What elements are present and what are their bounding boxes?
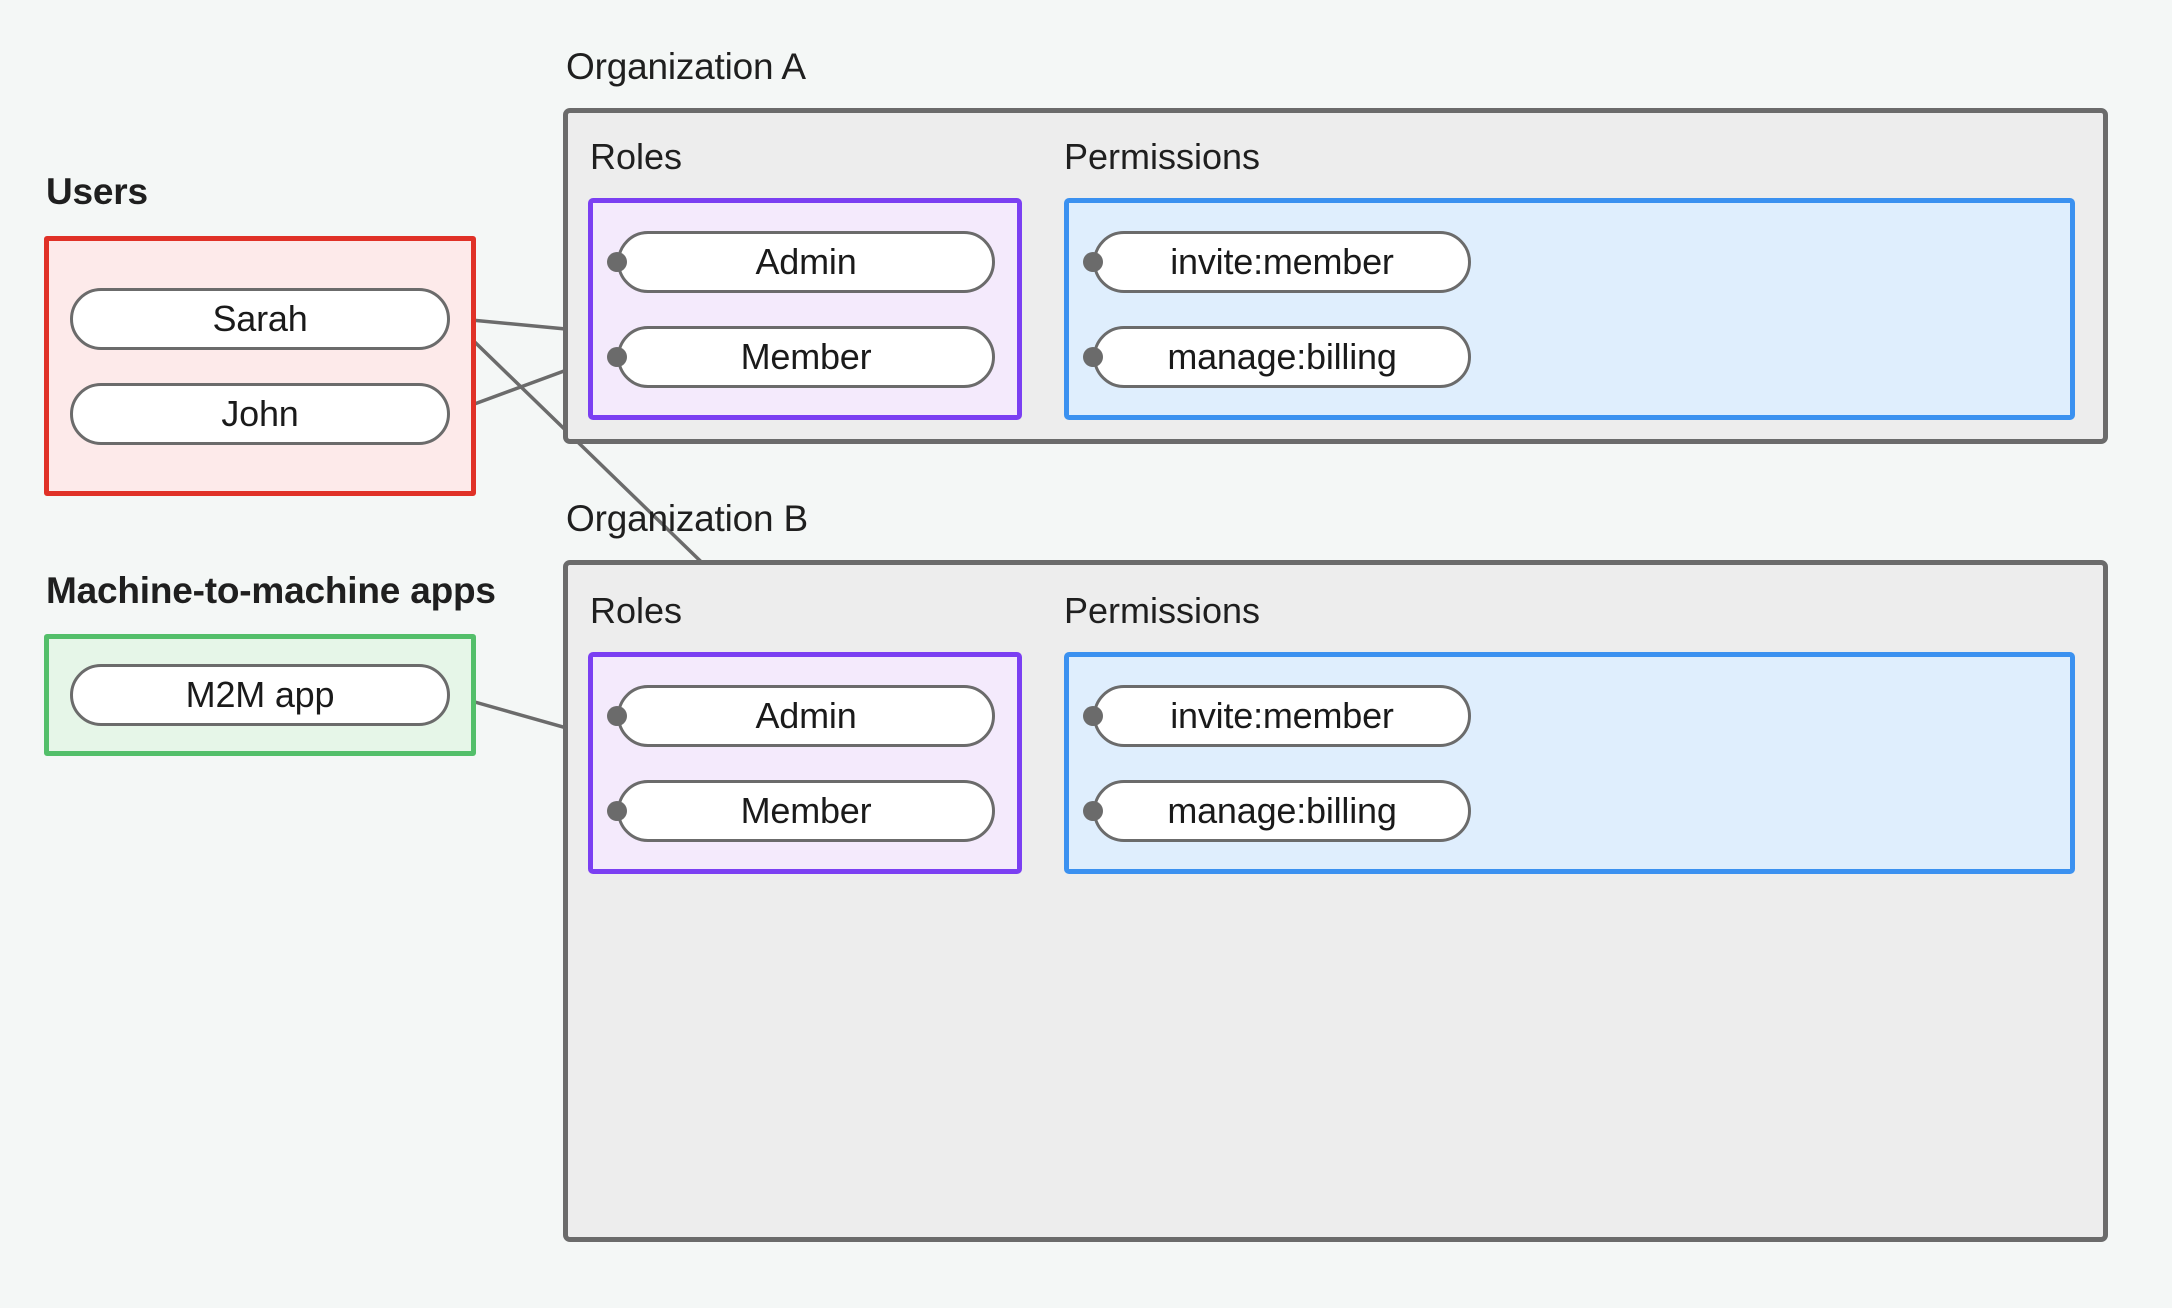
node-org-a-member[interactable]: Member [617, 326, 995, 388]
port-org-b-admin-in [607, 706, 627, 726]
org-a-roles-label: Roles [590, 136, 683, 177]
node-org-a-manage-billing[interactable]: manage:billing [1093, 326, 1471, 388]
node-sarah[interactable]: Sarah [70, 288, 450, 350]
users-group-box [44, 236, 476, 496]
node-john[interactable]: John [70, 383, 450, 445]
port-org-a-billing-in [1083, 347, 1103, 367]
port-org-a-member-in [607, 347, 627, 367]
org-b-label: Organization B [566, 498, 808, 539]
org-b-permissions-label: Permissions [1064, 590, 1261, 631]
node-org-b-invite-member[interactable]: invite:member [1093, 685, 1471, 747]
node-m2m-app[interactable]: M2M app [70, 664, 450, 726]
port-org-b-invite-in [1083, 706, 1103, 726]
users-group-label: Users [46, 171, 148, 212]
port-org-a-admin-in [607, 252, 627, 272]
node-org-a-invite-member[interactable]: invite:member [1093, 231, 1471, 293]
node-org-a-admin[interactable]: Admin [617, 231, 995, 293]
org-b-roles-label: Roles [590, 590, 683, 631]
port-org-b-member-in [607, 801, 627, 821]
node-org-b-manage-billing[interactable]: manage:billing [1093, 780, 1471, 842]
port-org-b-billing-in [1083, 801, 1103, 821]
port-org-a-invite-in [1083, 252, 1103, 272]
m2m-group-label: Machine-to-machine apps [46, 570, 496, 611]
node-org-b-member[interactable]: Member [617, 780, 995, 842]
org-a-permissions-label: Permissions [1064, 136, 1261, 177]
org-a-label: Organization A [566, 46, 806, 87]
node-org-b-admin[interactable]: Admin [617, 685, 995, 747]
